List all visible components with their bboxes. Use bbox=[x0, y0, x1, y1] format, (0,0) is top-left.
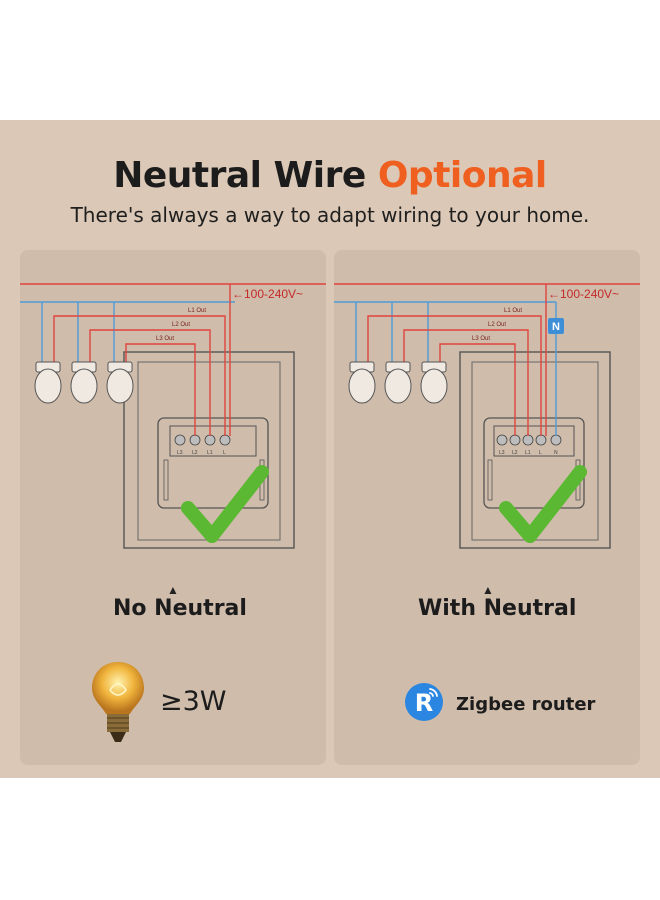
terminal-label: N bbox=[554, 450, 558, 456]
terminal-label: L3 bbox=[177, 450, 183, 456]
switch-plate bbox=[459, 351, 611, 549]
neutral-badge-label: N bbox=[552, 321, 560, 333]
check-icon bbox=[181, 465, 269, 543]
wire-label: L3 Out bbox=[472, 336, 490, 342]
terminal-label: L1 bbox=[207, 450, 213, 456]
terminal-label: L2 bbox=[512, 450, 518, 456]
zigbee-router-icon: R bbox=[405, 683, 443, 721]
check-icon bbox=[499, 465, 587, 543]
terminal-label: L2 bbox=[192, 450, 198, 456]
with-neutral-wiring-diagram: N ←100-240V~ L1 Out L2 Out L3 Out L3 L2 … bbox=[334, 283, 640, 549]
wire-label: L2 Out bbox=[488, 322, 506, 328]
page-title: Neutral Wire Optional bbox=[0, 155, 660, 196]
wire-label: L3 Out bbox=[156, 336, 174, 342]
caret-icon: ▲ bbox=[167, 583, 179, 597]
bulb-drops bbox=[355, 284, 557, 436]
terminal-label: L bbox=[539, 450, 542, 456]
neutral-badge bbox=[548, 318, 564, 334]
caret-icon: ▲ bbox=[482, 583, 494, 597]
power-rating-label: ≥3W bbox=[160, 686, 227, 717]
no-neutral-wiring-diagram: ←100-240V~ L1 Out L2 Out L3 Out L3 L2 L1… bbox=[20, 283, 326, 549]
title-accent: Optional bbox=[377, 155, 547, 196]
bulb-drops bbox=[41, 284, 231, 436]
bulb-icon bbox=[34, 361, 134, 404]
wire-label: L2 Out bbox=[172, 322, 190, 328]
no-neutral-label: No Neutral bbox=[113, 596, 247, 621]
incandescent-bulb-icon bbox=[92, 662, 144, 742]
with-neutral-panel: N ←100-240V~ L1 Out L2 Out L3 Out L3 L2 … bbox=[334, 250, 640, 765]
voltage-label: ←100-240V~ bbox=[232, 287, 303, 301]
zigbee-router-label: Zigbee router bbox=[456, 694, 596, 715]
terminal-label: L1 bbox=[525, 450, 531, 456]
switch-plate bbox=[123, 351, 295, 549]
page-subtitle: There's always a way to adapt wiring to … bbox=[70, 203, 590, 227]
bulb-icon bbox=[348, 361, 448, 404]
wire-label: L1 Out bbox=[504, 308, 522, 314]
terminal-block bbox=[174, 434, 231, 446]
title-main: Neutral Wire bbox=[113, 155, 366, 196]
with-neutral-label: With Neutral bbox=[418, 596, 577, 621]
terminal-label: L bbox=[223, 450, 226, 456]
terminal-label: L3 bbox=[499, 450, 505, 456]
wire-label: L1 Out bbox=[188, 308, 206, 314]
no-neutral-panel: ←100-240V~ L1 Out L2 Out L3 Out L3 L2 L1… bbox=[20, 250, 326, 765]
voltage-label: ←100-240V~ bbox=[548, 287, 619, 301]
svg-text:R: R bbox=[415, 689, 433, 717]
terminal-block bbox=[496, 434, 562, 446]
